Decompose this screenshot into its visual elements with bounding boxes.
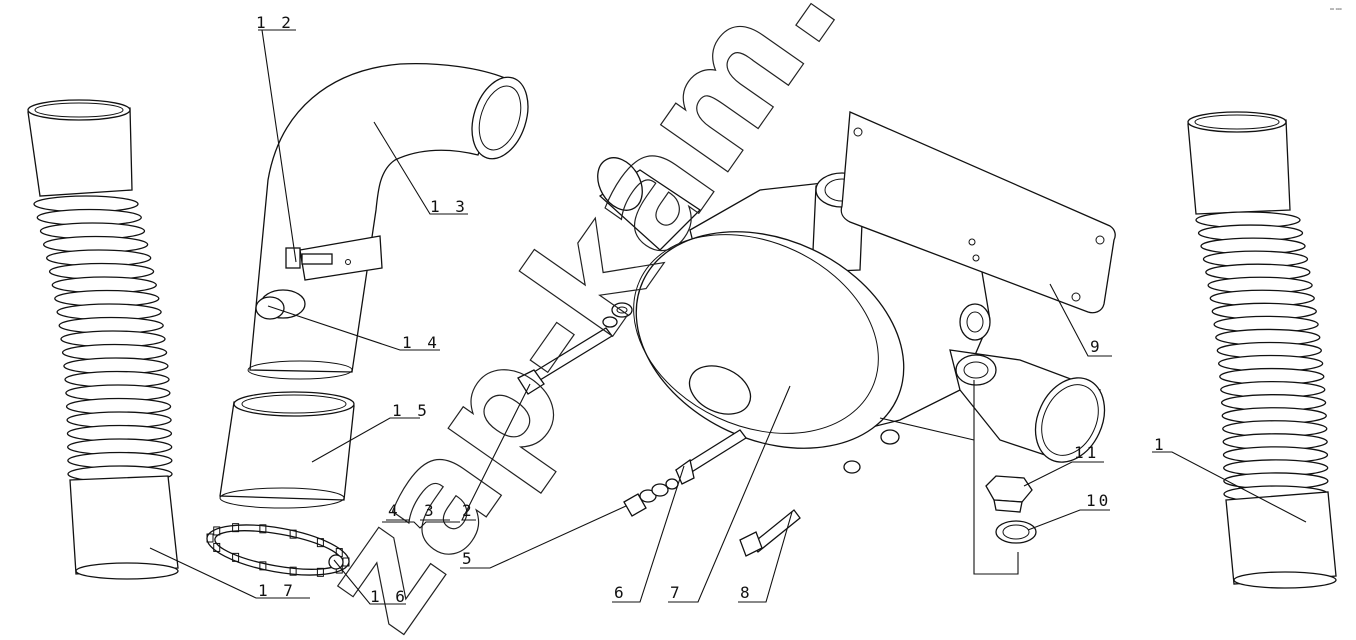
corner-mark: ⁰⁰ ⁰⁰⁰ [1330,8,1342,14]
callout-label-11: 11 [1074,443,1099,462]
callout-label-17: 1 7 [258,581,296,600]
leader-7 [668,385,791,603]
callout-label-3: 3 [424,501,437,520]
leader-6 [612,465,685,603]
part-12-pipe-clamp [285,235,383,281]
clamp-slot [259,524,267,534]
callout-label-16: 1 6 [370,587,408,606]
clamp-slot [206,533,214,543]
callout-label-13: 1 3 [430,197,468,216]
leader-16 [333,559,406,605]
callout-label-10: 10 [1086,491,1111,510]
leader-12 [258,29,297,263]
washer [843,460,861,474]
part-13-bent-pipe [247,62,529,380]
leader-10 [1027,509,1110,531]
callout-label-6: 6 [614,583,627,602]
leader-17 [149,547,310,599]
callout-label-5: 5 [462,549,475,568]
washer [880,429,900,445]
clamp-slot [316,538,324,548]
leader-3-4-bracket [382,521,460,529]
clamp-slot [289,529,297,539]
part-17-corrugated-hose-left [27,99,179,580]
part-10-sealing-ring [995,520,1037,544]
callout-label-12: 1 2 [256,13,294,32]
callout-label-14: 1 4 [402,333,440,352]
part-8-short-bolt [739,509,801,557]
callout-label-15: 1 5 [392,401,430,420]
clamp-slot [259,561,267,571]
part-1-corrugated-hose-right [1187,111,1337,589]
part-16-hose-clamp [206,523,350,577]
leader-14 [267,305,440,351]
leader-10-11-bracket [973,380,1019,575]
leader-housing-to-bracket [879,417,975,441]
part-9-gasket-plate [840,111,1116,314]
leader-11 [1023,461,1104,487]
part-15-sleeve [219,391,355,509]
part-5-nut-and-washers [623,478,679,517]
part-11-drain-plug [985,475,1033,513]
callout-label-2: 2 [462,501,475,520]
leader-8 [738,511,793,603]
leader-9 [1049,283,1112,357]
leader-5 [460,505,627,569]
callout-label-8: 8 [740,583,753,602]
part-14-plug [255,289,306,320]
clamp-slot [213,526,221,536]
part-6-stud [675,429,747,485]
leader-1 [1152,451,1307,523]
callout-label-4: 4 [388,501,401,520]
leader-lines [149,29,1307,605]
callout-label-9: 9 [1090,337,1103,356]
callout-label-1: 1 [1154,435,1167,454]
clamp-slot [316,567,324,577]
leader-13 [373,121,468,215]
leader-2 [461,383,531,521]
callout-label-7: 7 [670,583,683,602]
clamp-slot [232,552,240,562]
clamp-slot [289,566,297,576]
part-2-long-bolt [517,302,633,395]
clamp-slot [232,523,240,533]
leader-15 [311,417,420,463]
clamp-slot [213,542,221,552]
